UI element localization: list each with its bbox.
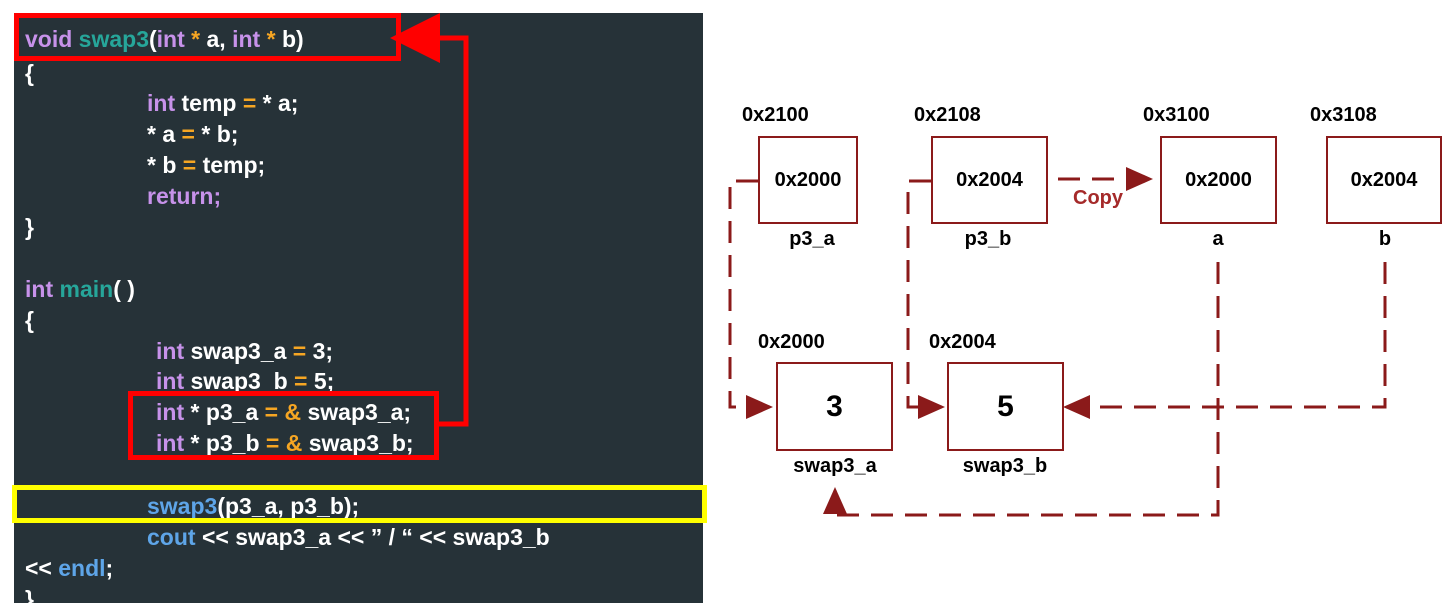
code-token: int — [156, 430, 185, 456]
code-token: int — [232, 26, 261, 52]
code-token: swap3_b — [190, 368, 295, 394]
code-line: int * p3_a = & swap3_a; — [156, 398, 411, 426]
b-to-swap3b-arrow — [1063, 262, 1387, 419]
code-token: endl — [58, 555, 106, 581]
label-swap3a: swap3_a — [793, 455, 877, 477]
code-panel: void swap3(int * a, int * b){int temp = … — [14, 13, 703, 603]
memory-cell-a: 0x2000 — [1160, 136, 1277, 224]
code-token: * b; — [201, 121, 239, 147]
code-token: * a — [147, 121, 182, 147]
code-line: { — [25, 59, 34, 87]
code-line: int temp = * a; — [147, 89, 298, 117]
pointer-declarations-highlight — [128, 391, 439, 460]
code-line: * b = temp; — [147, 151, 265, 179]
code-token: = — [182, 152, 203, 178]
code-token: cout — [147, 524, 202, 550]
code-token: = — [264, 399, 285, 425]
code-line: int swap3_a = 3; — [156, 337, 333, 365]
memory-cell-swap3b: 5 — [947, 362, 1064, 451]
code-token: = — [265, 430, 286, 456]
memory-cell-p3b: 0x2004 — [931, 136, 1048, 224]
function-call-highlight — [12, 485, 707, 523]
code-token: return; — [147, 183, 222, 209]
code-token: swap3_a — [190, 338, 293, 364]
code-token: swap3 — [78, 26, 149, 52]
code-line: } — [25, 213, 34, 241]
code-token: ( ) — [113, 276, 135, 302]
code-token: 3; — [312, 338, 334, 364]
code-token: { — [25, 60, 34, 86]
code-token: * — [184, 399, 206, 425]
code-token: temp; — [202, 152, 266, 178]
memory-cell-b: 0x2004 — [1326, 136, 1442, 224]
code-token: main — [59, 276, 114, 302]
code-line: return; — [147, 182, 221, 210]
code-token: = — [294, 368, 314, 394]
code-token: b) — [281, 26, 304, 52]
address-p3a: 0x2100 — [742, 104, 809, 126]
code-line: int * p3_b = & swap3_b; — [156, 429, 414, 457]
code-token: << swap3_a << ” / “ << swap3_b — [201, 524, 550, 550]
code-token: p3_b — [205, 430, 266, 456]
code-token: int — [25, 276, 60, 302]
code-token: swap3_b; — [308, 430, 414, 456]
code-line: * a = * b; — [147, 120, 238, 148]
address-p3b: 0x2108 — [914, 104, 981, 126]
code-token: * a; — [262, 90, 299, 116]
copy-label: Copy — [1073, 187, 1123, 209]
address-swap3b: 0x2004 — [929, 331, 996, 353]
code-token: int — [156, 338, 191, 364]
code-token: p3_a — [205, 399, 265, 425]
memory-cell-swap3a: 3 — [776, 362, 893, 451]
function-signature-highlight — [14, 13, 401, 61]
code-line: int swap3_b = 5; — [156, 367, 334, 395]
code-token: = — [242, 90, 263, 116]
code-token: { — [25, 307, 34, 333]
code-line: int main( ) — [25, 275, 135, 303]
label-swap3b: swap3_b — [962, 455, 1048, 477]
code-token: } — [25, 586, 34, 603]
address-swap3a: 0x2000 — [758, 331, 825, 353]
code-token: ( — [149, 26, 157, 52]
code-token: int — [156, 26, 185, 52]
address-b: 0x3108 — [1310, 104, 1377, 126]
code-token: ; — [105, 555, 114, 581]
code-line: } — [25, 585, 34, 603]
address-a: 0x3100 — [1143, 104, 1210, 126]
label-a: a — [1212, 228, 1224, 250]
code-token: * — [184, 26, 207, 52]
code-token: a, — [206, 26, 233, 52]
code-token: } — [25, 214, 34, 240]
code-line: { — [25, 306, 34, 334]
code-token: << — [25, 555, 59, 581]
code-token: swap3 — [147, 493, 218, 519]
code-token: = — [292, 338, 313, 364]
code-token: temp — [181, 90, 243, 116]
label-p3b: p3_b — [964, 228, 1012, 250]
label-b: b — [1378, 228, 1392, 250]
code-line: swap3(p3_a, p3_b); — [147, 492, 359, 520]
code-token: * — [184, 430, 206, 456]
label-p3a: p3_a — [789, 228, 835, 250]
code-token: (p3_a, p3_b); — [217, 493, 360, 519]
code-token: * b — [147, 152, 183, 178]
code-line: << endl; — [25, 554, 113, 582]
code-token: int — [156, 399, 185, 425]
memory-cell-p3a: 0x2000 — [758, 136, 858, 224]
code-token: = — [181, 121, 202, 147]
code-token: swap3_a; — [307, 399, 412, 425]
code-token: & — [285, 430, 309, 456]
code-token: 5; — [313, 368, 335, 394]
code-token: * — [260, 26, 282, 52]
code-token: int — [156, 368, 191, 394]
code-token: void — [25, 26, 79, 52]
code-line: void swap3(int * a, int * b) — [25, 25, 304, 53]
code-token: & — [284, 399, 308, 425]
code-token: int — [147, 90, 182, 116]
code-line: cout << swap3_a << ” / “ << swap3_b — [147, 523, 550, 551]
